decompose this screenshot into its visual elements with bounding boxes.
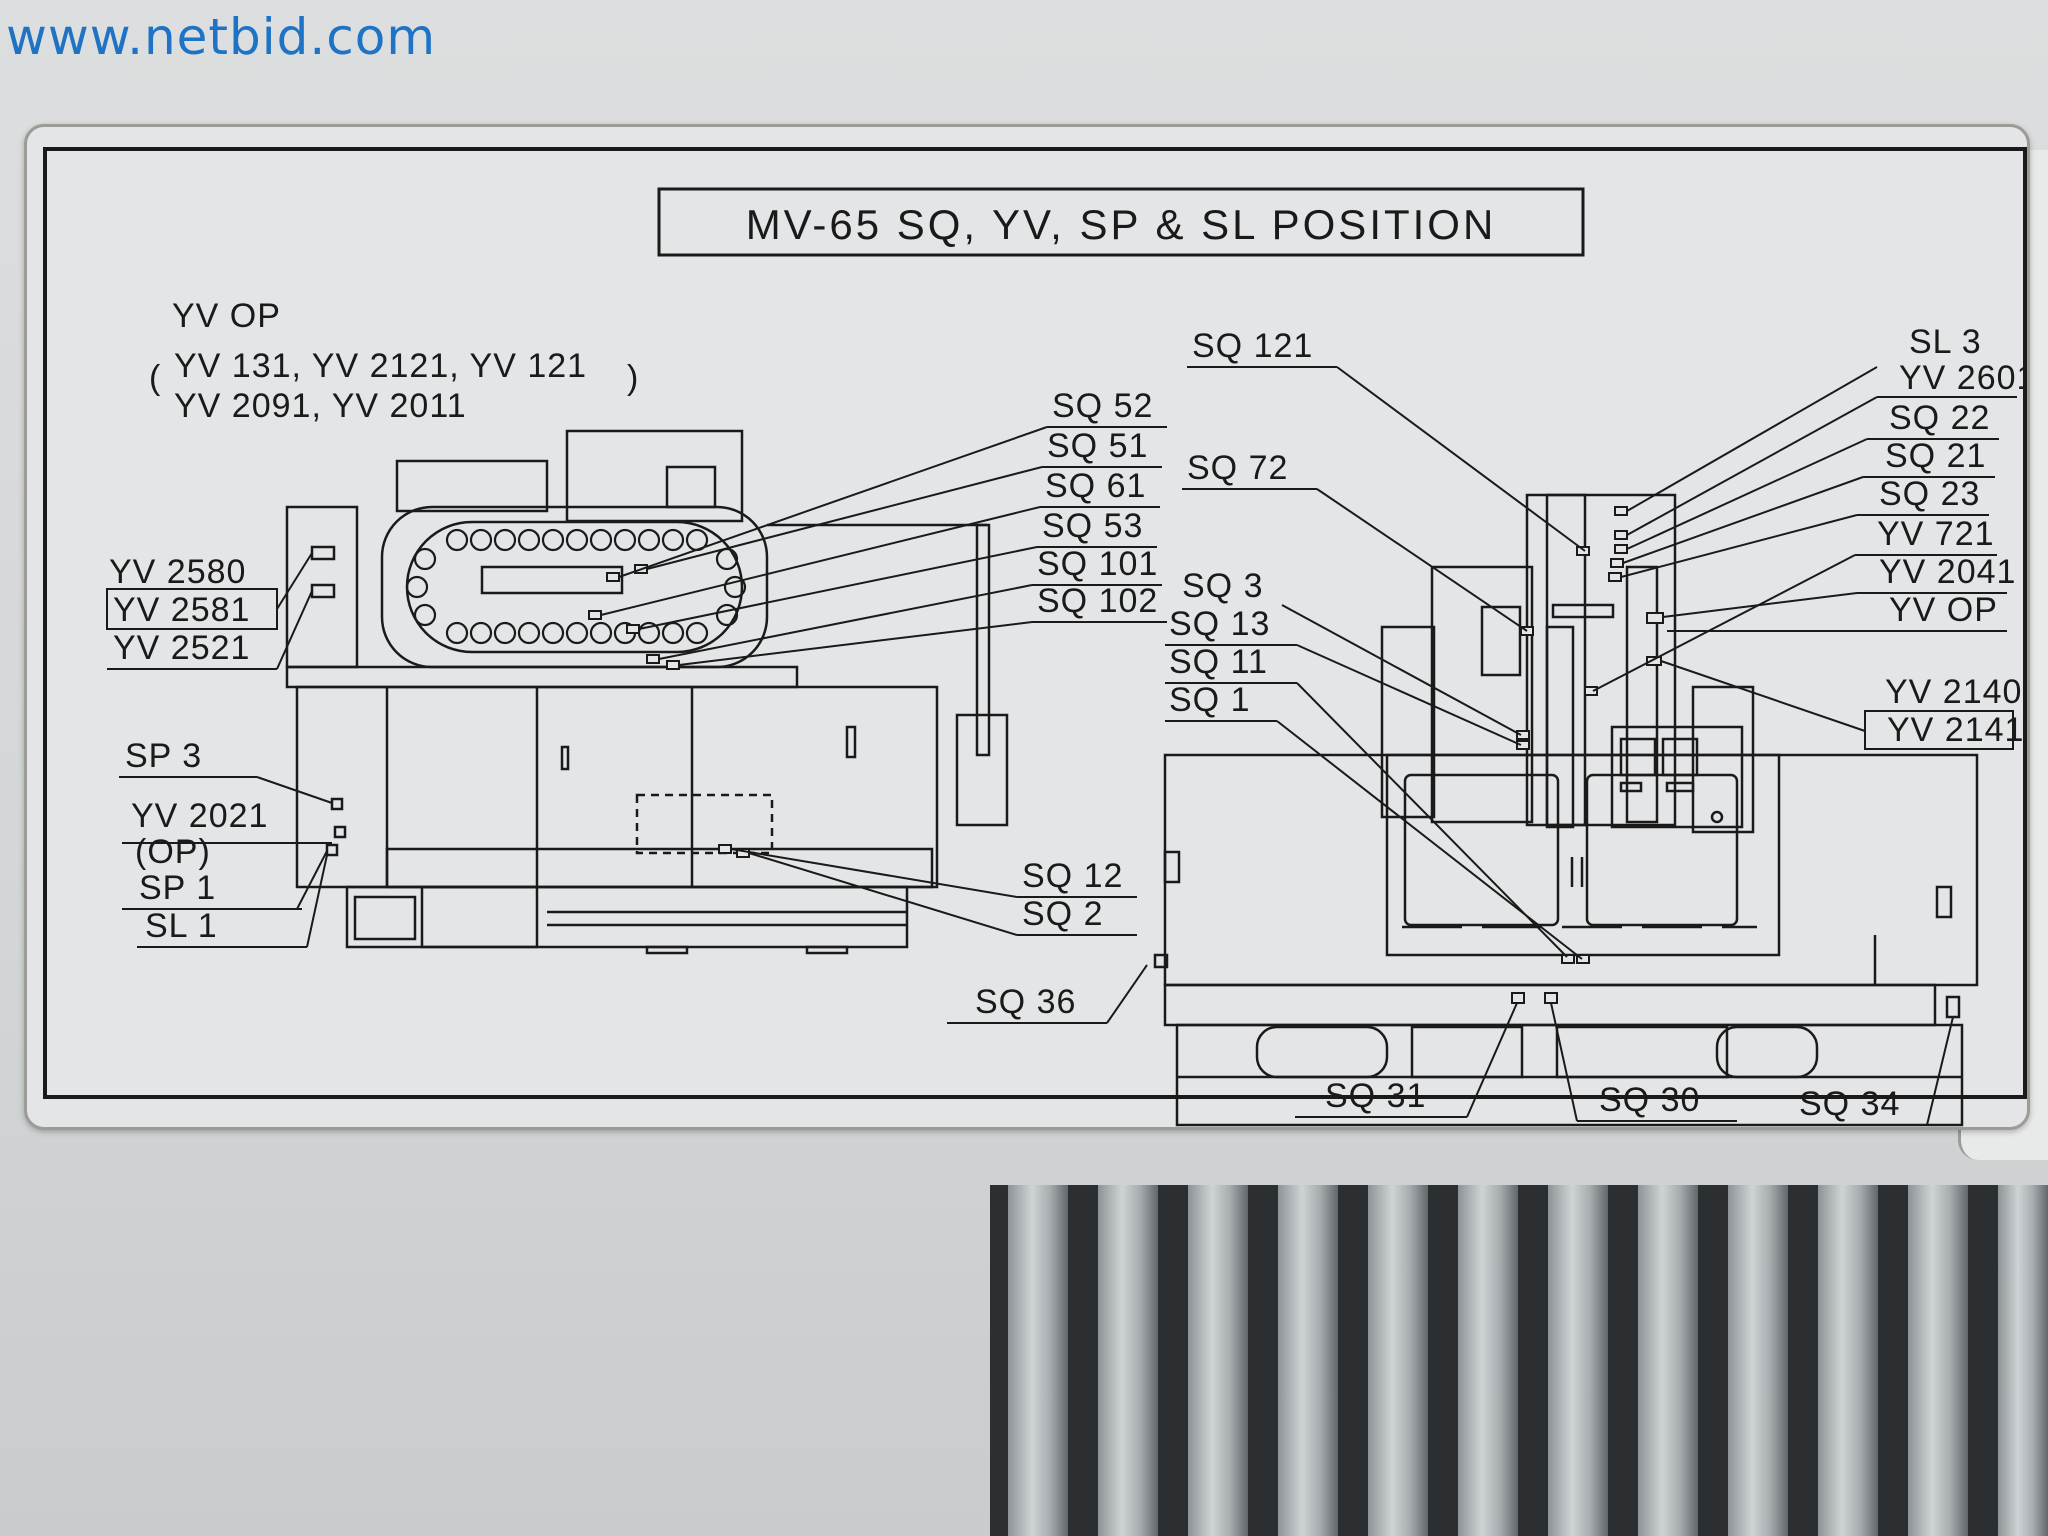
sensor-markers-left	[588, 564, 750, 858]
leader-sq101	[658, 584, 1033, 660]
vent-louver	[1908, 1185, 1968, 1536]
label-sq3: SQ 3	[1182, 567, 1263, 605]
vent-louver	[1638, 1185, 1698, 1536]
label-sq52: SQ 52	[1052, 387, 1153, 425]
yv-op-line2: YV 2091, YV 2011	[174, 387, 467, 425]
label-yv721: YV 721	[1877, 515, 1995, 553]
leader-sq52	[618, 426, 1048, 578]
leader-sq22	[1626, 438, 1868, 550]
leader-sq61	[600, 506, 1041, 616]
vent-louver	[1008, 1185, 1068, 1536]
watermark: www.netbid.com	[6, 8, 437, 66]
plate-title: MV-65 SQ, YV, SP & SL POSITION	[746, 201, 1497, 248]
vent-louver	[1098, 1185, 1158, 1536]
vent-louver	[1458, 1185, 1518, 1536]
label-yv2041: YV 2041	[1879, 553, 2016, 591]
leader-sq53	[638, 546, 1038, 630]
leader-sq23	[1620, 514, 1858, 578]
vent-louver	[1368, 1185, 1428, 1536]
leader-sl3	[1626, 366, 1878, 512]
label-sq36: SQ 36	[975, 983, 1076, 1021]
leader-yv2041	[1662, 592, 1858, 618]
label-sq34: SQ 34	[1799, 1085, 1900, 1123]
label-sq31: SQ 31	[1325, 1077, 1426, 1115]
vent-louver	[1998, 1185, 2048, 1536]
label-sq121: SQ 121	[1192, 327, 1313, 365]
leader-sq30	[1550, 1002, 1578, 1122]
label-yvop-right: YV OP	[1889, 591, 1998, 629]
label-sq2: SQ 2	[1022, 895, 1103, 933]
machine-diagram: MV-65 SQ, YV, SP & SL POSITION YV OP ( Y…	[43, 147, 2027, 1127]
label-op: (OP)	[135, 833, 211, 871]
label-sq1: SQ 1	[1169, 681, 1250, 719]
label-sp1: SP 1	[139, 869, 216, 907]
leader-sq34	[1926, 1016, 1954, 1126]
label-sq11: SQ 11	[1169, 643, 1268, 681]
yv-op-bracket-open: (	[149, 359, 161, 397]
side-view-machine	[1153, 493, 1979, 1127]
leader-sq51	[646, 466, 1043, 570]
label-yv2021: YV 2021	[131, 797, 268, 835]
label-sq23: SQ 23	[1879, 475, 1980, 513]
front-view-machine	[285, 429, 1009, 955]
leader-sq12	[730, 848, 1018, 898]
yv-op-bracket-close: )	[627, 359, 639, 397]
leader-sl1	[306, 854, 328, 948]
label-sq22: SQ 22	[1889, 399, 1990, 437]
vent-louver	[1548, 1185, 1608, 1536]
yv-op-heading: YV OP	[172, 297, 281, 335]
vent-louver	[1728, 1185, 1788, 1536]
leader-sq21	[1622, 476, 1864, 564]
sensor-markers-right	[1511, 506, 1664, 1004]
label-sl3: SL 3	[1909, 323, 1982, 361]
label-yv2580: YV 2580	[109, 553, 246, 591]
yv-op-line1: YV 131, YV 2121, YV 121	[174, 347, 587, 385]
title-box	[657, 187, 1585, 257]
label-sq21: SQ 21	[1885, 437, 1986, 475]
leader-sq2	[748, 852, 1018, 936]
leader-yv2581	[276, 552, 313, 610]
label-sq13: SQ 13	[1169, 605, 1270, 643]
label-sq30: SQ 30	[1599, 1081, 1700, 1119]
label-sq61: SQ 61	[1045, 467, 1146, 505]
leader-sq121	[1336, 366, 1586, 552]
label-sq12: SQ 12	[1022, 857, 1123, 895]
label-sq72: SQ 72	[1187, 449, 1288, 487]
label-sq102: SQ 102	[1037, 582, 1158, 620]
label-yv2581: YV 2581	[113, 591, 250, 629]
vent-louver	[1188, 1185, 1248, 1536]
label-yv2141: YV 2141	[1887, 711, 2024, 749]
label-sq101: SQ 101	[1037, 545, 1158, 583]
label-sp3: SP 3	[125, 737, 202, 775]
leader-yv2521	[276, 590, 313, 670]
leader-yv2601	[1626, 396, 1878, 536]
leader-yv721	[1592, 554, 1856, 692]
leader-sq31	[1466, 1002, 1518, 1118]
label-sl1: SL 1	[145, 907, 218, 945]
position-label-plate: MV-65 SQ, YV, SP & SL POSITION YV OP ( Y…	[24, 124, 2030, 1130]
label-yv2521: YV 2521	[113, 629, 250, 667]
vent-louver	[1818, 1185, 1878, 1536]
leader-sq36	[1106, 964, 1148, 1024]
leader-sp1	[296, 850, 328, 910]
label-sq53: SQ 53	[1042, 507, 1143, 545]
label-yv2601: YV 2601	[1899, 359, 2027, 397]
tool-magazine-pockets	[405, 528, 747, 645]
label-sq51: SQ 51	[1047, 427, 1148, 465]
inner-frame	[43, 147, 2027, 1099]
label-yv2140: YV 2140	[1885, 673, 2022, 711]
vent-louver	[1278, 1185, 1338, 1536]
leader-sq102	[678, 621, 1033, 666]
leader-sq1	[1276, 720, 1583, 960]
leader-sq72	[1316, 488, 1528, 632]
cooling-vent-grille	[990, 1185, 2048, 1536]
leader-sp3	[256, 776, 333, 804]
leader-sq3	[1281, 604, 1522, 736]
leader-sq13	[1296, 644, 1522, 746]
leader-yv2141	[1660, 660, 1866, 732]
